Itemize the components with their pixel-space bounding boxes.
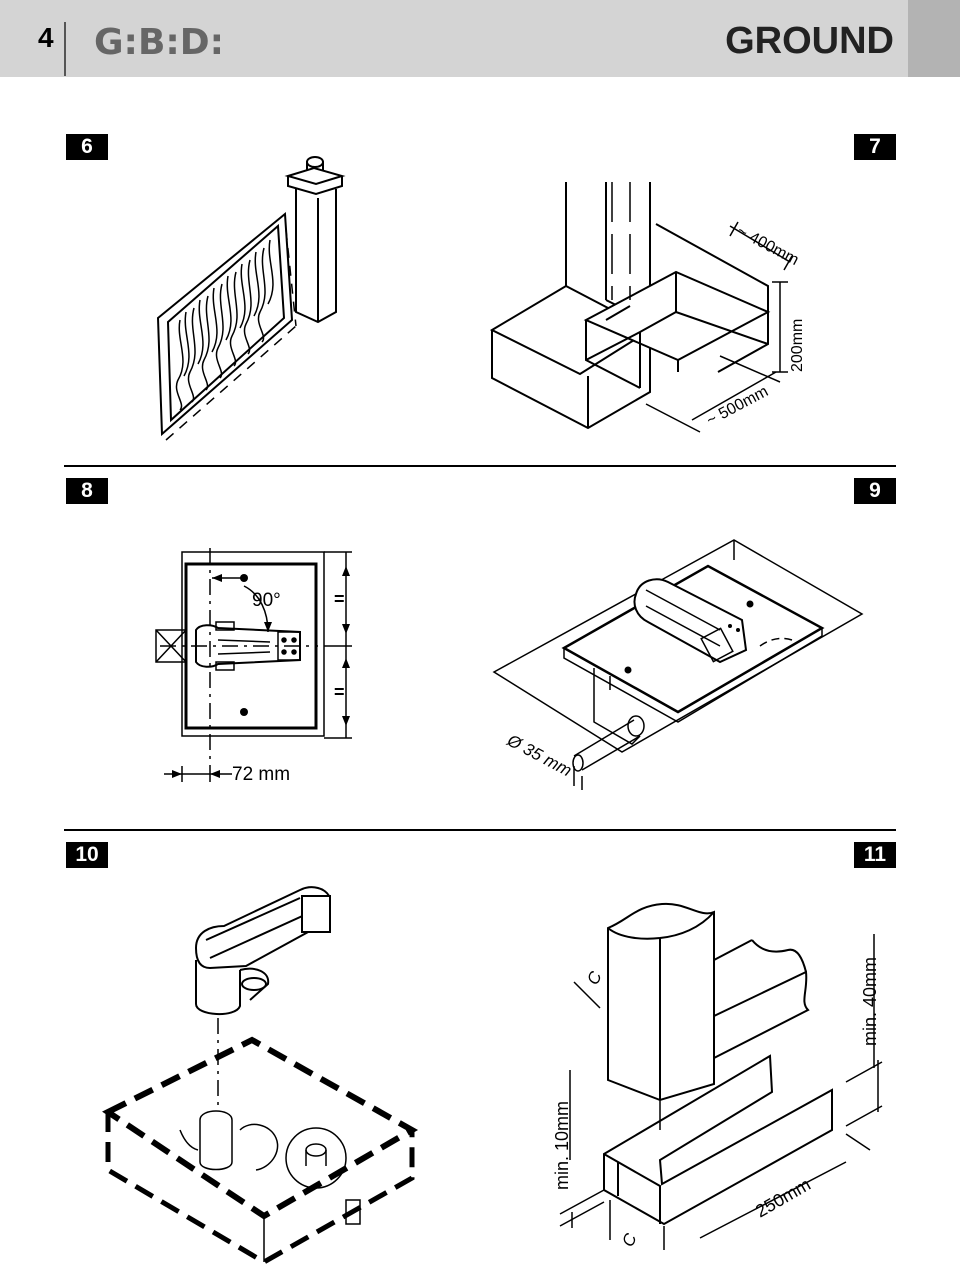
figure-badge-8: 8 [66,478,108,504]
header-separator [64,22,66,76]
page-header: 4 G:B:D: GROUND [0,0,960,77]
equal-mark-bottom: = [334,682,345,702]
divider [64,465,896,467]
min-gap-label: min. 10mm [552,1101,572,1190]
section-title: GROUND [725,20,894,62]
figure-badge-7: 7 [854,134,896,160]
min-height-label: min. 40mm [860,957,880,1046]
equal-mark-top: = [334,589,345,609]
figure-badge-6: 6 [66,134,108,160]
page-number: 4 [38,22,54,53]
divider [64,829,896,831]
clearance-top-label: C [583,968,606,988]
figure-badge-11: 11 [854,842,896,868]
clearance-bottom-label: C [618,1230,641,1250]
dim-height-label: 200mm [789,319,806,372]
angle-label: 90° [252,590,281,611]
figure-badge-10: 10 [66,842,108,868]
header-tab [908,0,960,77]
offset-label: 72 mm [232,764,290,785]
width-label: 250mm [752,1174,814,1221]
figure-badge-9: 9 [854,478,896,504]
brand-logo: G:B:D: [94,22,225,63]
